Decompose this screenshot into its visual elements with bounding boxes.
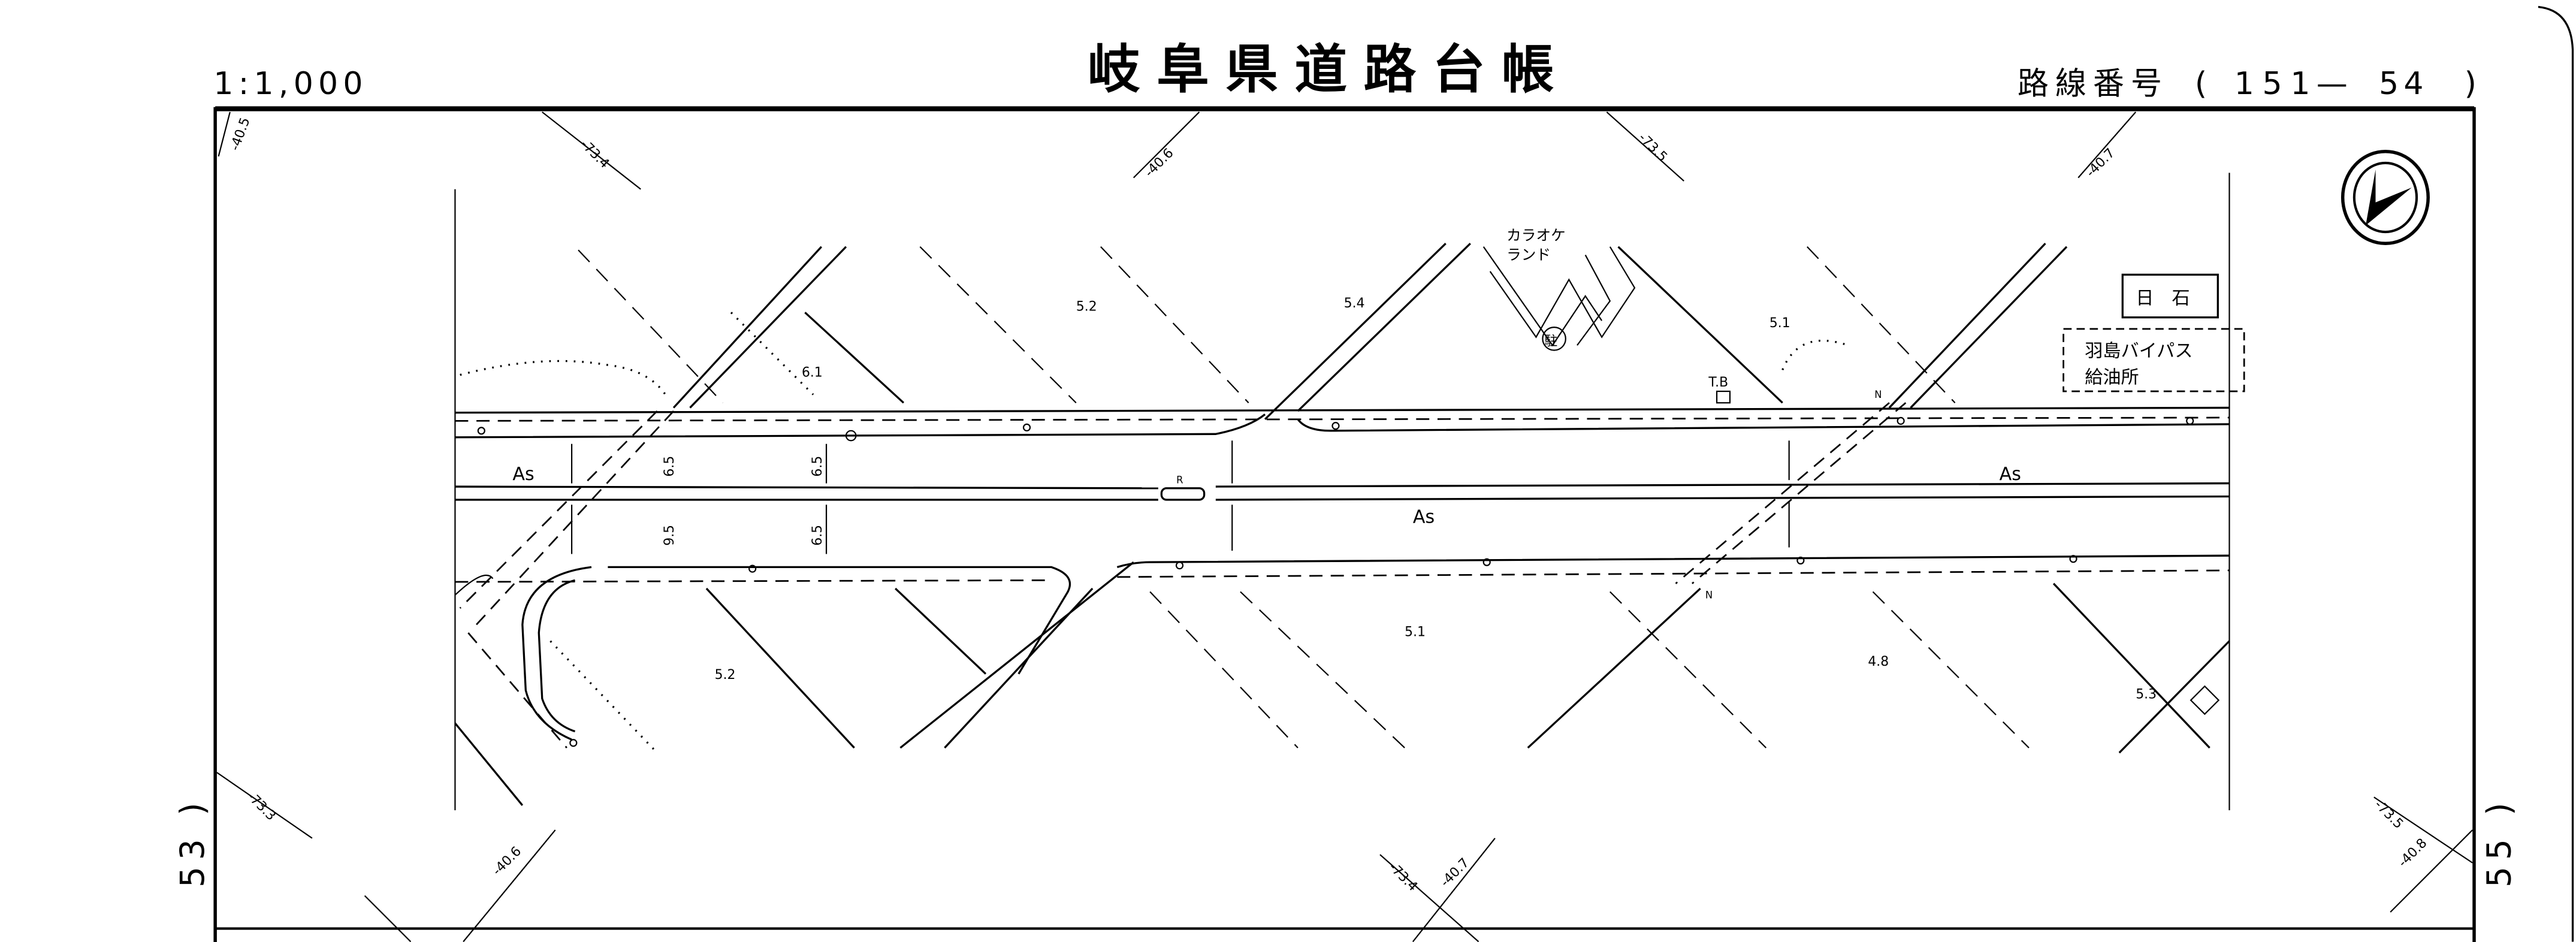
diagonal-boundaries bbox=[454, 243, 2230, 806]
median-island bbox=[1160, 487, 1206, 501]
telephone-box-icon bbox=[1716, 390, 1731, 404]
spot-height: 5.4 bbox=[1344, 296, 1365, 311]
north-arrow-icon bbox=[2341, 149, 2430, 246]
road-width-label: 6.5 bbox=[810, 456, 825, 477]
gas-station-label: 羽島バイパス bbox=[2085, 340, 2193, 361]
route-sep: — bbox=[2317, 66, 2348, 102]
spot-height: 5.3 bbox=[2136, 687, 2157, 702]
page-title: 岐阜県道路台帳 bbox=[1088, 39, 1571, 100]
road-width-label: 6.5 bbox=[810, 525, 825, 546]
grid-label: -40.8 bbox=[2396, 836, 2430, 871]
surface-label: As bbox=[1413, 506, 1435, 527]
route-label: 路線番号 bbox=[2018, 66, 2169, 102]
spot-height: 5.2 bbox=[715, 668, 736, 683]
karaoke-building bbox=[1482, 246, 1611, 347]
marker-n: N bbox=[1705, 589, 1713, 600]
grid-label: -73.4 bbox=[1386, 860, 1421, 895]
parcel-boundaries bbox=[578, 246, 2030, 748]
grid-label: -40.7 bbox=[2083, 146, 2118, 180]
surface-label: As bbox=[2000, 464, 2021, 485]
grid-label: -73.5 bbox=[1635, 130, 1670, 165]
spot-height: 6.1 bbox=[802, 365, 823, 380]
spot-height: 5.1 bbox=[1405, 625, 1426, 640]
crossing-line bbox=[459, 402, 1907, 748]
grid-label: -73.3 bbox=[244, 789, 279, 824]
spot-height: 5.2 bbox=[1076, 300, 1097, 315]
nisseki-label: 日 石 bbox=[2136, 288, 2190, 309]
karaoke-label: ランド bbox=[1506, 246, 1551, 264]
road-width-label: 6.5 bbox=[662, 456, 677, 477]
median-label: R bbox=[1176, 475, 1183, 486]
parking-label: 駐 bbox=[1544, 334, 1557, 349]
grid-label: -40.6 bbox=[1142, 146, 1177, 180]
road-width-label: 9.5 bbox=[662, 525, 677, 546]
telephone-box-label: T.B bbox=[1708, 375, 1728, 390]
parking-icon bbox=[1542, 327, 1566, 351]
map-frame bbox=[213, 107, 2476, 942]
nisseki-box bbox=[2121, 273, 2219, 319]
grid-lines bbox=[216, 111, 2474, 942]
route-number-b: 54 bbox=[2379, 66, 2429, 102]
karaoke-label: カラオケ bbox=[1506, 227, 1566, 244]
marker-n: N bbox=[1874, 389, 1882, 400]
dotted-boundaries bbox=[460, 312, 1849, 754]
grid-labels: -40.5 -73.4 -40.6 -73.5 -40.7 -73.3 -40.… bbox=[228, 116, 2430, 895]
page-edge bbox=[2538, 5, 2574, 942]
road-furniture bbox=[477, 416, 2220, 747]
surface-label: As bbox=[512, 464, 534, 485]
route-close: ) bbox=[2465, 66, 2477, 102]
grid-label: -40.5 bbox=[228, 116, 253, 153]
gas-station-label: 給油所 bbox=[2085, 367, 2139, 388]
adjacent-sheet-left: 53 ) bbox=[173, 796, 212, 887]
route-number: 路線番号 ( 151 — 54 ) bbox=[2018, 66, 2477, 102]
adjacent-sheet-right: 55 ) bbox=[2480, 796, 2518, 887]
width-markers bbox=[571, 440, 1790, 554]
grid-label: -73.4 bbox=[578, 137, 612, 171]
gas-station-box bbox=[2062, 328, 2245, 393]
route-open: ( bbox=[2195, 66, 2207, 102]
spot-height: 4.8 bbox=[1868, 654, 1889, 669]
spot-height: 5.1 bbox=[1769, 316, 1790, 331]
road bbox=[454, 406, 2230, 741]
scale-label: 1:1,000 bbox=[213, 66, 367, 102]
route-number-a: 151 bbox=[2234, 66, 2319, 102]
spot-heights: 6.1 5.2 5.4 5.1 5.2 5.1 4.8 5.3 bbox=[715, 296, 2157, 702]
